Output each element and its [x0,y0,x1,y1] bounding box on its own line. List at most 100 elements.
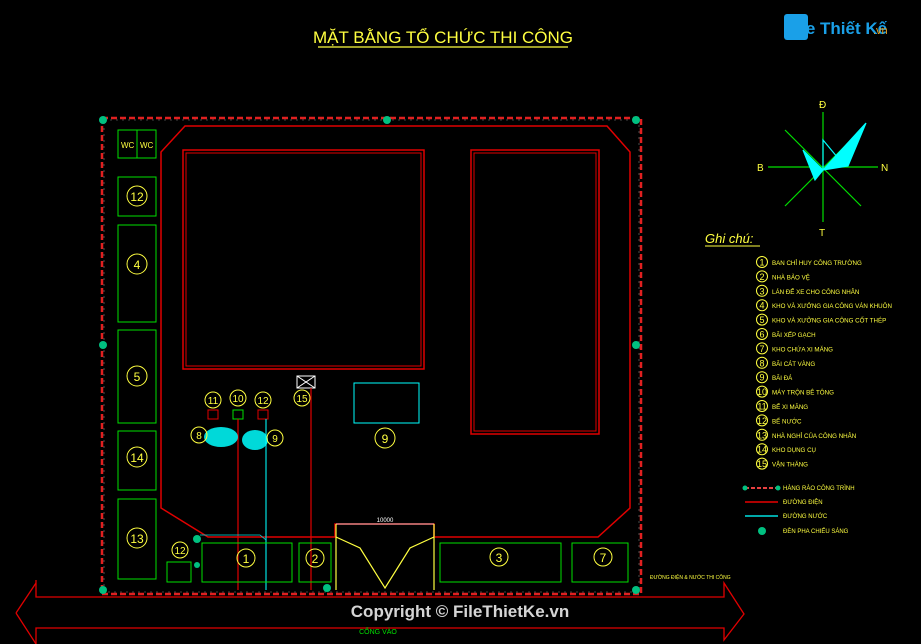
legend-item-marker [756,457,768,470]
legend-item-number: 8 [759,358,764,368]
legend-item-marker [756,400,768,412]
legend-item-marker [756,428,768,441]
legend-list: 1 BAN CHỈ HUY CÔNG TRƯỜNG 2 NHÀ BẢO VỆ 3 LÁN … [756,256,892,470]
stone-pile [242,430,268,450]
compass-east: N [881,163,888,174]
pile-8-circle [190,426,208,444]
compass-rose: Đ B N T [757,100,888,239]
legend-item-text: NHÀ BẢO VỆ [772,273,810,281]
pile-8-label: 8 [196,431,202,442]
legend-item-marker [756,284,768,297]
left-column [117,176,157,580]
brick-label: 9 [382,432,389,446]
pile-9-circle [266,429,284,447]
site-fence [100,116,643,596]
legend-line-light: ĐÈN PHA CHIẾU SÁNG [783,528,849,535]
legend-item-number: 9 [759,373,764,383]
legend-item-text: BỂ NƯỚC [772,418,802,425]
brick-circle [374,427,396,449]
pile-9-label: 9 [272,434,278,445]
sand-pile [204,427,238,447]
legend-item-marker [756,299,768,312]
legend-item-number: 6 [759,330,764,340]
label-bottom-12: 12 [174,546,186,557]
legend-item-marker [756,342,768,355]
gate-width: 10000 [377,518,394,524]
legend-line-samples [742,485,781,535]
legend-item-number: 14 [757,445,767,455]
building-b [470,149,600,435]
logo-suffix: .vn [873,25,888,37]
legend-line-power: ĐƯỜNG ĐIỆN [783,498,823,506]
legend-line-fence: HÀNG RÀO CÔNG TRÌNH [783,485,855,492]
legend-item-number: 5 [759,315,764,325]
legend-item-marker [756,270,768,283]
copyright-watermark: Copyright © FileThietKe.vn [351,602,569,621]
internal-road [160,125,631,538]
entrance-gate [335,523,435,590]
legend-item-text: KHO DỤNG CỤ [772,447,816,454]
label-left-5: 5 [134,370,141,384]
legend-item-text: LÁN ĐỂ XE CHO CÔNG NHÂN [772,289,859,296]
legend-item-text: VẬN THĂNG [772,462,808,469]
wc-block: WC WC [117,129,157,159]
road-note: ĐƯỜNG ĐIỆN & NƯỚC THI CÔNG [650,573,731,581]
drawing-title: MẶT BẰNG TỔ CHỨC THI CÔNG [313,28,573,47]
legend-item-marker [756,256,768,268]
legend-item-marker [756,385,768,398]
label-bottom-1: 1 [243,552,250,566]
compass-south: T [819,228,825,239]
legend-item-number: 12 [757,416,767,426]
legend-line-water: ĐƯỜNG NƯỚC [783,513,828,520]
legend-item-number: 13 [757,430,767,440]
brand-logo: File Thiết Kế .vn [784,14,888,40]
marker-10: 10 [232,394,244,405]
legend-item-text: BAN CHỈ HUY CÔNG TRƯỜNG [772,260,862,267]
wc-label-1: WC [121,141,135,150]
legend-item-marker [756,313,768,326]
label-left-14: 14 [130,451,144,465]
legend-item-number: 3 [759,286,764,296]
legend-item-text: BÃI ĐÁ [772,375,793,382]
gate-label: CỔNG VÀO [359,627,397,636]
building-a-inner [185,152,422,367]
legend-item-text: BỂ XI MĂNG [772,404,808,411]
brick-yard [353,382,420,424]
wc-label-2: WC [140,141,154,150]
legend-item-text: KHO VÀ XƯỞNG GIA CÔNG CỐT THÉP [772,318,886,325]
compass-west: B [757,163,764,174]
label-bottom-2: 2 [312,552,319,566]
legend-item-text: NHÀ NGHỈ CỦA CÔNG NHÂN [772,433,856,440]
legend-item-marker [756,371,768,384]
legend-item-number: 10 [757,387,767,397]
legend-item-text: BÃI XẾP GẠCH [772,332,816,339]
legend-item-marker [756,356,768,369]
logo-text: File Thiết Kế [786,19,888,38]
compass-north: Đ [819,100,826,111]
water-line-bend [200,534,267,541]
legend-item-number: 2 [759,272,764,282]
small-markers [204,375,316,420]
label-bottom-7: 7 [600,551,607,565]
building-b-inner [473,152,597,432]
label-left-12: 12 [130,190,144,204]
legend-item-marker [756,328,768,340]
label-bottom-3: 3 [496,551,503,565]
legend-item-number: 7 [759,344,764,354]
legend-item-number: 1 [759,258,764,268]
site-fence-inner [103,119,640,593]
legend-item-text: MÁY TRỘN BÊ TÔNG [772,389,834,397]
marker-15: 15 [296,394,308,405]
legend-item-number: 4 [759,301,764,311]
legend-item-text: KHO CHỨA XI MĂNG [772,346,833,353]
floodlights [99,116,640,594]
marker-12: 12 [257,396,269,407]
legend-item-marker [756,443,768,456]
label-left-4: 4 [134,258,141,272]
legend-heading: Ghi chú: [705,231,754,246]
label-left-13: 13 [130,532,144,546]
legend-item-marker [756,414,768,427]
building-a [182,149,425,370]
marker-11: 11 [208,396,219,407]
